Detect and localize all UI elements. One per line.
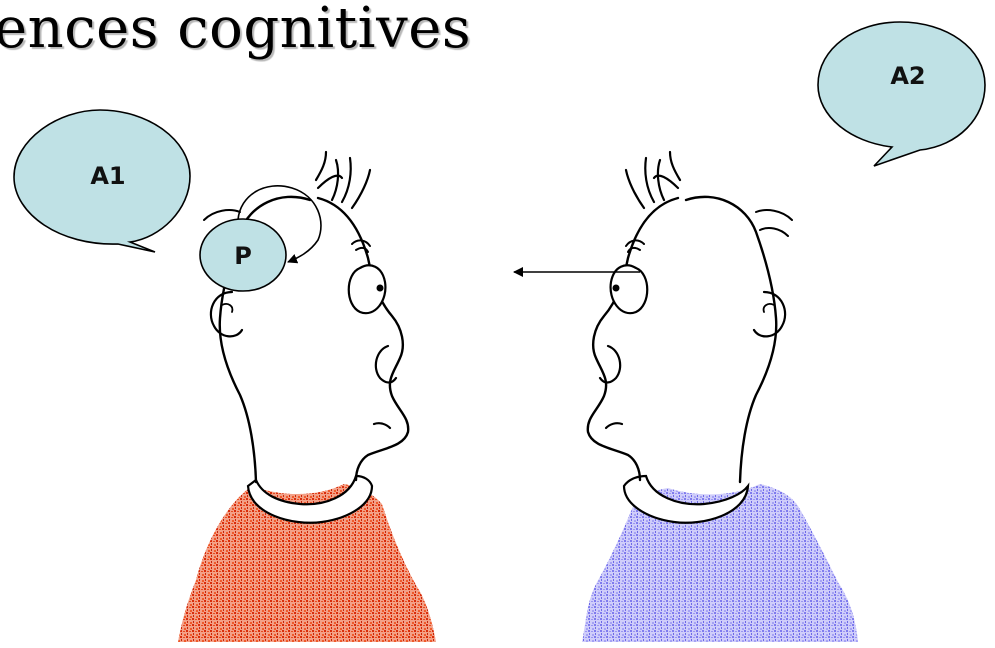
shirt-right	[582, 484, 858, 642]
eye-left	[347, 264, 387, 315]
self-loop-arrow	[237, 185, 322, 264]
eye-right	[609, 264, 649, 315]
face-outline-left	[316, 196, 410, 482]
shirt-left	[178, 484, 436, 642]
hair-left	[314, 150, 372, 210]
head-outline-left	[218, 195, 312, 484]
slide-title: ences cognitives	[0, 0, 472, 61]
person-right	[582, 150, 858, 642]
speech-bubble-a1: A1	[13, 109, 191, 253]
speech-bubble-a2: A2	[817, 21, 986, 167]
ear-left	[209, 290, 244, 338]
person-left: P	[178, 150, 436, 642]
collar-right	[622, 474, 750, 524]
bubble-a2-label: A2	[890, 62, 925, 90]
bubble-a1-label: A1	[90, 162, 125, 190]
collar-left	[246, 474, 374, 524]
proposition-label: P	[234, 242, 252, 270]
proposition-node: P	[199, 218, 287, 292]
face-outline-right	[586, 196, 680, 482]
head-outline-right	[684, 195, 778, 484]
hair-right	[624, 150, 682, 210]
ear-right	[752, 290, 787, 338]
